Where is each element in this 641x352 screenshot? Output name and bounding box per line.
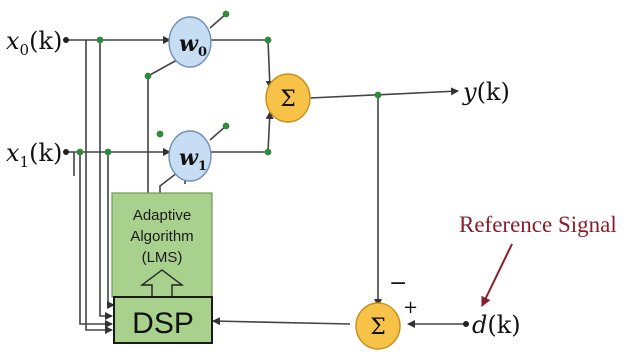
minus-sign: − bbox=[389, 271, 407, 296]
w1-label: w1 bbox=[179, 145, 207, 174]
junction-dot bbox=[264, 148, 272, 156]
wire-sum-to-output bbox=[309, 87, 459, 99]
weight-w0: w0 bbox=[168, 16, 212, 68]
junction-dot bbox=[76, 148, 84, 156]
adaptive-algorithm-box: Adaptive Algorithm (LMS) bbox=[111, 192, 213, 298]
algorithm-line-2: Algorithm bbox=[130, 228, 193, 245]
junction-dot bbox=[222, 10, 230, 18]
junction-dot bbox=[374, 91, 382, 99]
wire-x1-to-dsp-2 bbox=[79, 152, 113, 328]
algorithm-line-1: Adaptive bbox=[133, 207, 191, 224]
output-summer-symbol: Σ bbox=[280, 87, 296, 112]
plus-sign: + bbox=[403, 297, 418, 318]
wire-w0-to-sum bbox=[205, 39, 274, 89]
error-summer: Σ bbox=[355, 302, 401, 350]
output-summer: Σ bbox=[265, 73, 311, 123]
wire-w1-adjust bbox=[209, 125, 227, 141]
x1-label: x1(k) bbox=[6, 139, 62, 171]
junction-dot bbox=[264, 36, 272, 44]
reference-arrow-icon bbox=[481, 243, 513, 307]
hollow-up-arrow-icon bbox=[139, 269, 185, 297]
d-terminal bbox=[463, 321, 469, 327]
algorithm-line-3: (LMS) bbox=[142, 249, 183, 266]
w0-label: w0 bbox=[179, 31, 207, 60]
x0-label: x0(k) bbox=[6, 27, 62, 59]
reference-signal-label: Reference Signal bbox=[459, 212, 617, 237]
wire-w1-to-sum bbox=[205, 111, 274, 153]
junction-dot bbox=[104, 148, 112, 156]
x1-terminal bbox=[63, 149, 69, 155]
junction-dot bbox=[156, 130, 164, 138]
output-label: y(k) bbox=[462, 78, 510, 106]
junction-dot bbox=[144, 72, 152, 80]
dsp-label: DSP bbox=[132, 307, 194, 340]
x0-terminal bbox=[63, 37, 69, 43]
junction-dot bbox=[96, 36, 104, 44]
error-summer-symbol: Σ bbox=[370, 315, 386, 340]
weight-w1: w1 bbox=[168, 130, 212, 182]
wire-x0-to-dsp bbox=[99, 40, 113, 320]
wire-x1-to-dsp bbox=[107, 152, 115, 309]
junction-dot bbox=[222, 122, 230, 130]
desired-label: d(k) bbox=[472, 311, 521, 339]
dsp-box: DSP bbox=[113, 296, 213, 344]
wire-x0-to-dsp-2 bbox=[85, 40, 113, 334]
wire-error-to-dsp bbox=[212, 317, 351, 326]
wire-w0-adjust bbox=[209, 13, 227, 29]
